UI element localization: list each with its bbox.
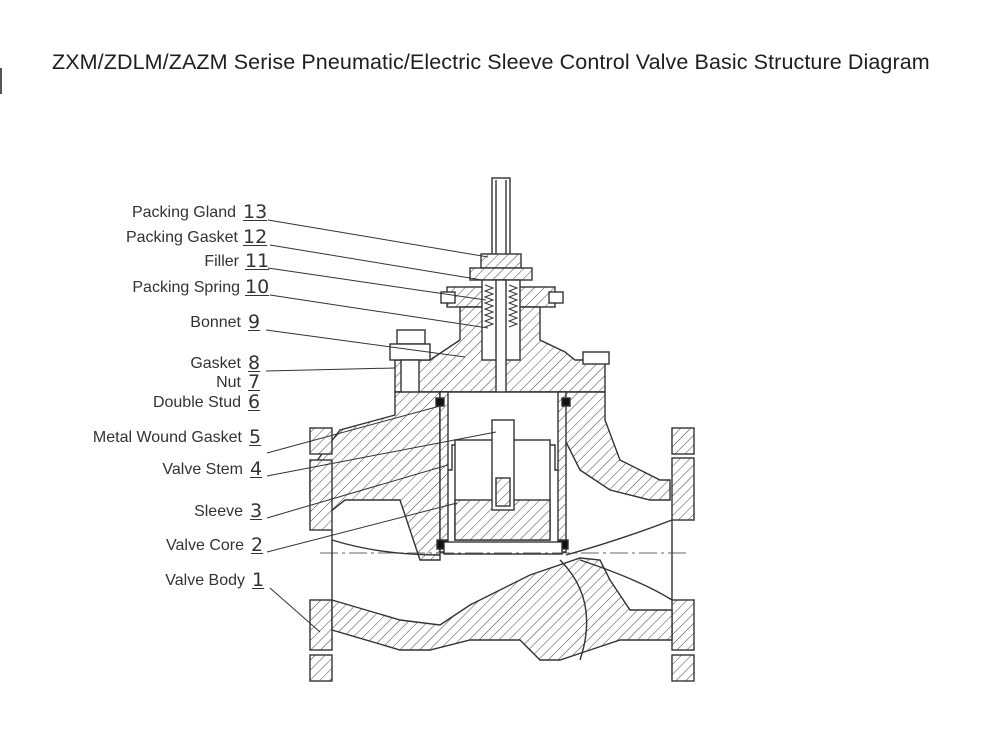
label-packing-spring: Packing Spring [132, 279, 240, 296]
num-nut: 7 [248, 371, 261, 393]
leader-3 [266, 464, 449, 519]
leader-2 [266, 502, 458, 553]
num-packing-spring: 10 [245, 276, 270, 298]
leader-13 [267, 219, 489, 258]
num-bonnet: 9 [248, 311, 261, 333]
label-metal-wound-gasket: Metal Wound Gasket [92, 429, 242, 446]
label-double-stud: Double Stud [152, 394, 241, 411]
num-valve-core: 2 [251, 534, 264, 556]
leader-1 [269, 587, 321, 633]
num-packing-gasket: 12 [243, 226, 268, 248]
leader-11 [267, 267, 487, 301]
num-filler: 11 [245, 250, 270, 272]
label-nut: Nut [216, 374, 241, 391]
packing-gland-shape [480, 253, 522, 269]
num-sleeve: 3 [250, 500, 263, 522]
num-valve-body: 1 [252, 569, 265, 591]
edge-mark [0, 68, 5, 94]
num-packing-gland: 13 [243, 201, 268, 223]
label-packing-gland: Packing Gland [131, 204, 236, 221]
num-gasket: 8 [248, 352, 261, 374]
label-valve-core: Valve Core [166, 537, 244, 554]
leader-12 [269, 244, 483, 281]
label-valve-stem: Valve Stem [162, 461, 243, 478]
label-bonnet: Bonnet [190, 314, 241, 331]
label-valve-body: Valve Body [165, 572, 245, 589]
leader-8 [265, 367, 396, 372]
valve-body-lower [331, 557, 673, 661]
label-gasket: Gasket [190, 355, 241, 372]
leader-5 [266, 405, 441, 454]
label-packing-gasket: Packing Gasket [125, 229, 238, 246]
label-filler: Filler [204, 253, 239, 270]
leader-4 [266, 431, 497, 477]
diagram-title: ZXM/ZDLM/ZAZM Serise Pneumatic/Electric … [52, 50, 930, 74]
stem-top [491, 177, 511, 257]
label-sleeve: Sleeve [194, 503, 243, 520]
num-double-stud: 6 [248, 391, 261, 413]
num-metal-wound-gasket: 5 [249, 426, 262, 448]
valve-body-right-upper [564, 391, 671, 501]
num-valve-stem: 4 [250, 458, 263, 480]
leader-9 [265, 329, 466, 358]
leader-10 [269, 294, 489, 329]
